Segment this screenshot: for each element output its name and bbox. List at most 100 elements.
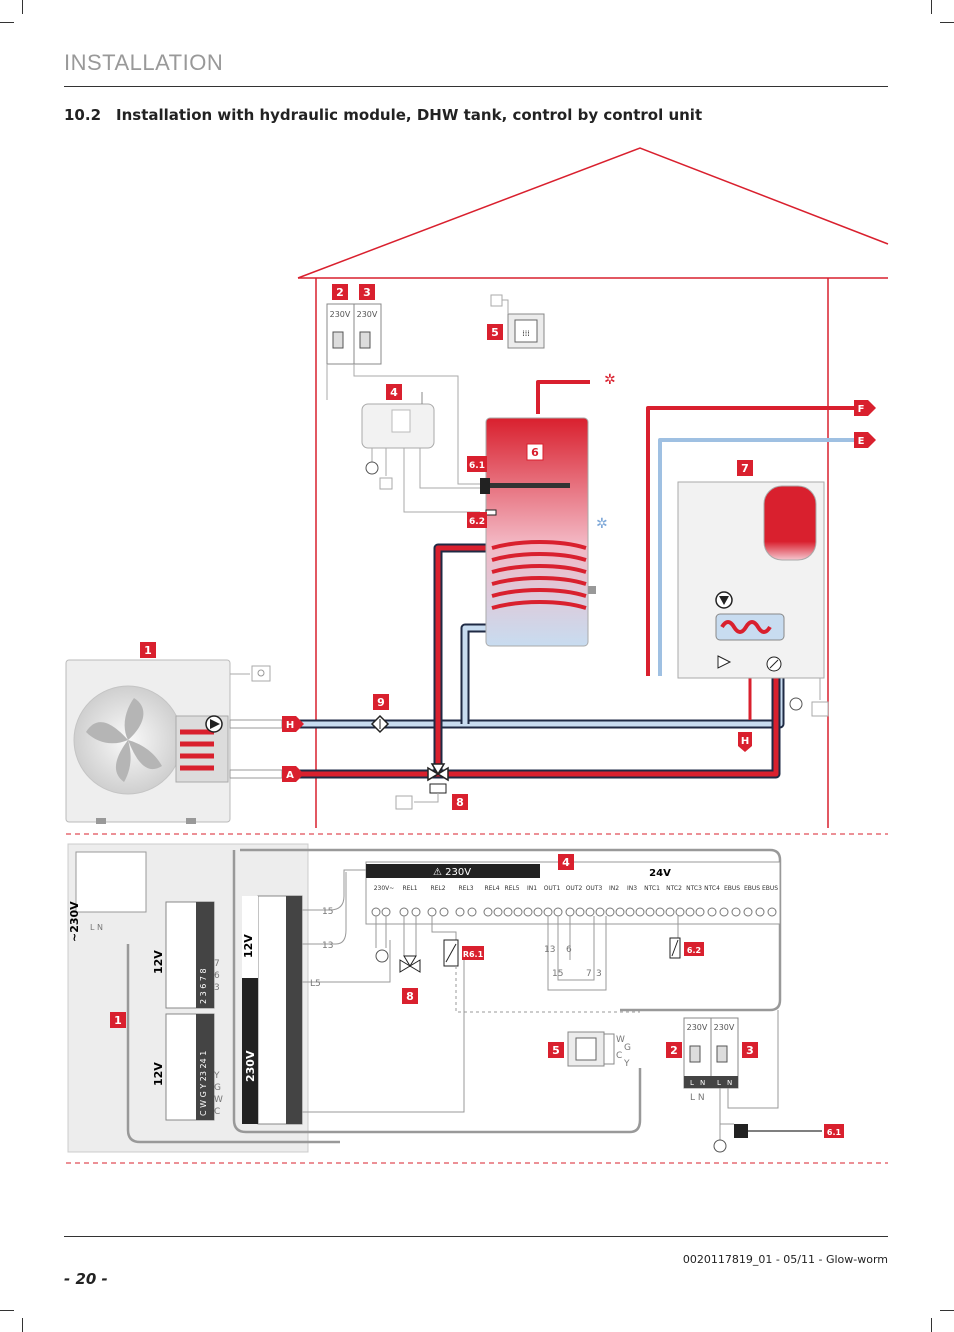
- footer-rule: [64, 1236, 888, 1237]
- terminal-label: NTC3: [686, 885, 702, 892]
- control-unit: [361, 392, 480, 513]
- svg-text:✲: ✲: [596, 516, 608, 532]
- svg-text:⚠ 230V: ⚠ 230V: [433, 867, 471, 878]
- callout-4-lower: 4: [562, 856, 570, 869]
- wire-label: W: [214, 1095, 223, 1105]
- terminal-label: IN2: [609, 885, 619, 892]
- hydraulic-pipes: [229, 380, 858, 779]
- wire-label: 6: [214, 971, 220, 981]
- callout-6-1: 6.1: [469, 461, 485, 471]
- outdoor-voltage: ~230V: [68, 901, 81, 942]
- callout-3: 3: [363, 286, 371, 299]
- callout-1: 1: [144, 644, 152, 657]
- block-230v: 230V: [244, 1050, 257, 1082]
- callout-6-2: 6.2: [469, 517, 485, 527]
- outdoor-unit: [65, 659, 231, 824]
- wire-label: C: [616, 1051, 622, 1061]
- terminal-letter: L: [717, 1079, 721, 1087]
- terminal-letter: N: [727, 1079, 732, 1087]
- bar-230-label: 230V: [445, 867, 471, 878]
- callout-5-lower: 5: [552, 1044, 560, 1057]
- terminal-label: IN3: [627, 885, 637, 892]
- heading-number: 10.2: [64, 106, 102, 124]
- breaker-label: 230V: [357, 310, 378, 319]
- wire-label: G: [624, 1043, 631, 1053]
- outdoor-sensor-link: [230, 665, 271, 682]
- terminal-label: REL2: [430, 885, 445, 892]
- callout-6: 6: [531, 446, 539, 459]
- terminal-label: OUT2: [566, 885, 583, 892]
- terminal-label: REL4: [484, 885, 499, 892]
- wire-number: 13: [544, 945, 555, 955]
- section-title: INSTALLATION: [64, 50, 224, 75]
- lower-thermostat: W G C Y 5: [548, 1031, 631, 1069]
- filter-valve: [370, 714, 390, 734]
- page-number: - 20 -: [64, 1270, 108, 1288]
- upper-callouts: 1 2 3 4 5 6 6.1 6.2 7 8 9: [140, 284, 753, 810]
- callout-box: [110, 1012, 126, 1028]
- wire-label: Y: [213, 1071, 220, 1081]
- mains-ln: L N: [90, 923, 103, 932]
- thin-wires: [302, 869, 465, 1113]
- svg-text:⁞⁞⁞: ⁞⁞⁞: [522, 329, 530, 338]
- lower-field-devices: R6.1 6.2 8: [375, 937, 704, 1013]
- terminal-label: OUT3: [586, 885, 603, 892]
- wire-number: 15: [552, 969, 563, 979]
- wire-number: 7: [586, 969, 592, 979]
- callout-8-lower: 8: [406, 990, 414, 1003]
- breaker-label: 230V: [714, 1023, 735, 1032]
- terminal-label: NTC1: [644, 885, 660, 892]
- block-a-pins: 2 3 6 7 8: [199, 968, 208, 1004]
- strip-wire-numbers: 13 6 15 7 3: [544, 945, 602, 979]
- pipe-letter-h: H: [741, 736, 749, 747]
- document-reference: 0020117819_01 - 05/11 - Glow-worm: [682, 1253, 888, 1266]
- callout-4: 4: [390, 386, 398, 399]
- callout-9: 9: [377, 696, 385, 709]
- outdoor-wiring-panel: ~230V L N 2 3 6 7 8 12V C W G Y 23 24 1 …: [67, 843, 309, 1153]
- terminal-label: NTC4: [704, 885, 720, 892]
- block-12v-b: 12V: [152, 1062, 165, 1086]
- lower-breakers: 230V 230V L N L N L N 2 3 6.1: [666, 1010, 844, 1153]
- svg-text:✲: ✲: [604, 372, 616, 388]
- bar-24-label: 24V: [649, 868, 671, 879]
- wire-number: L5: [310, 979, 321, 989]
- terminal-label: EBUS: [744, 885, 760, 892]
- callout-1-lower: 1: [114, 1014, 122, 1027]
- terminal-label: IN1: [527, 885, 537, 892]
- terminal-label: REL3: [458, 885, 473, 892]
- header-rule: [64, 86, 888, 87]
- callout-8: 8: [456, 796, 464, 809]
- pipe-letter-b: H: [286, 720, 294, 731]
- strip-field-wires: [375, 916, 679, 991]
- hydraulic-module: [677, 481, 829, 717]
- heading-text: Installation with hydraulic module, DHW …: [116, 106, 703, 124]
- terminal-letter: N: [700, 1079, 705, 1087]
- pipe-letter-f: F: [858, 404, 865, 415]
- grey-cables: [126, 848, 782, 1144]
- callout-3-lower: 3: [746, 1044, 754, 1057]
- breaker-label: 230V: [687, 1023, 708, 1032]
- wire-label: C: [214, 1107, 220, 1117]
- terminal-label: EBUS: [762, 885, 778, 892]
- breaker-label: 230V: [330, 310, 351, 319]
- terminal-label: EBUS: [724, 885, 740, 892]
- block-12v-c: 12V: [242, 934, 255, 958]
- fan-icon: [86, 698, 162, 782]
- room-thermostat: ⁞⁞⁞: [490, 294, 545, 349]
- terminal-label: REL1: [402, 885, 417, 892]
- pipe-letter-markers: H A F E H: [282, 400, 876, 782]
- callout-5: 5: [491, 326, 499, 339]
- upper-breakers: 230V 230V: [326, 303, 480, 485]
- pipe-letter-a: A: [286, 770, 294, 781]
- terminal-label: NTC2: [666, 885, 682, 892]
- wire-number: 3: [596, 969, 602, 979]
- terminal-letter: L: [690, 1079, 694, 1087]
- control-terminal-strip: ⚠ 230V 24V 230V~ REL1 REL2 REL3 REL4 REL…: [365, 854, 781, 925]
- callout-7: 7: [741, 462, 749, 475]
- callout-r6-1: R6.1: [463, 950, 484, 959]
- wire-number: 13: [322, 941, 333, 951]
- terminal-label: 230V~: [374, 885, 395, 892]
- callout-6-1-lower: 6.1: [827, 1128, 842, 1137]
- wire-label: 7: [214, 959, 220, 969]
